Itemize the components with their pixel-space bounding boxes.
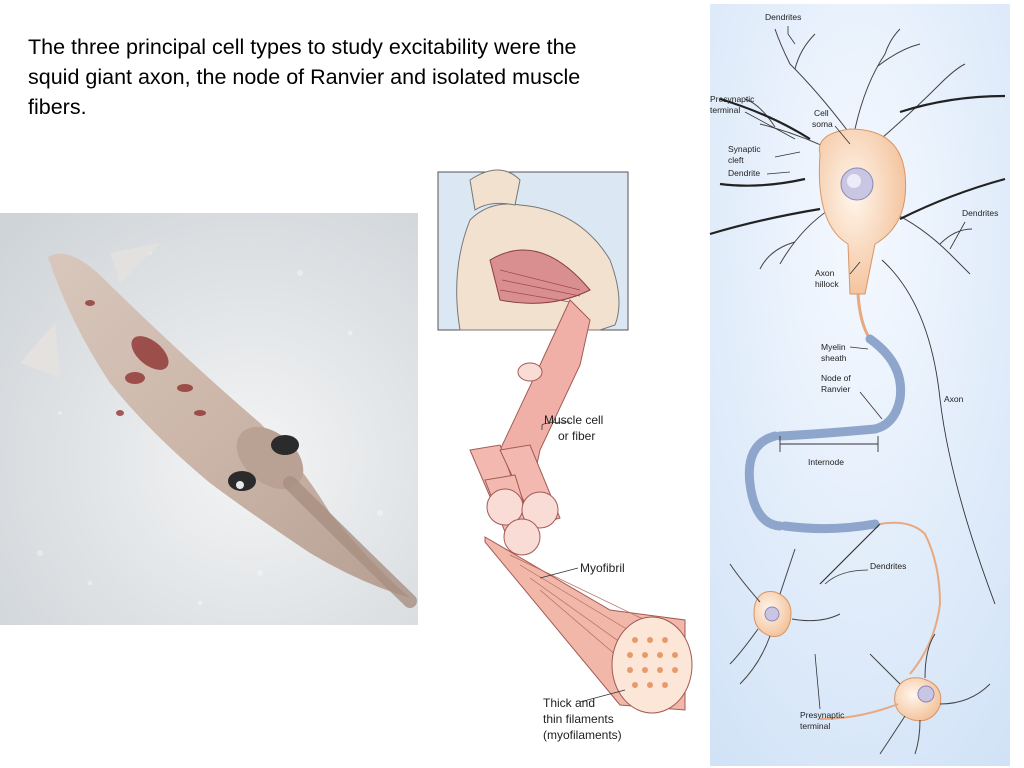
label-presynaptic-terminal-2: terminal: [710, 105, 740, 115]
label-presynaptic-terminal-1: Presynaptic: [710, 94, 755, 104]
label-dendrites-right: Dendrites: [962, 208, 998, 218]
label-synaptic-cleft-2: cleft: [728, 155, 744, 165]
label-axon-hillock-1: Axon: [815, 268, 835, 278]
label-myelin-sheath-2: sheath: [821, 353, 847, 363]
label-node-of-ranvier-2: Ranvier: [821, 384, 850, 394]
label-presynaptic-terminal-b1: Presynaptic: [800, 710, 845, 720]
label-cell-soma-1: Cell: [814, 108, 829, 118]
label-thick-thin-1: Thick and: [543, 696, 595, 710]
muscle-diagram: Muscle cell or fiber Myofibril Thick and…: [430, 150, 700, 750]
label-muscle-fiber: or fiber: [558, 429, 595, 443]
neuron-diagram: Dendrites Presynaptic terminal Cell soma…: [700, 4, 1024, 766]
label-node-of-ranvier-1: Node of: [821, 373, 851, 383]
label-presynaptic-terminal-b2: terminal: [800, 721, 830, 731]
label-myofibril: Myofibril: [580, 561, 625, 575]
label-axon: Axon: [944, 394, 964, 404]
label-dendrites-top: Dendrites: [765, 12, 801, 22]
label-thick-thin-2: thin filaments: [543, 712, 614, 726]
slide-body-text: The three principal cell types to study …: [28, 35, 581, 119]
label-dendrites-bottom: Dendrites: [870, 561, 906, 571]
label-dendrite: Dendrite: [728, 168, 760, 178]
label-muscle-cell: Muscle cell: [544, 413, 603, 427]
label-internode: Internode: [808, 457, 844, 467]
label-myelin-sheath-1: Myelin: [821, 342, 846, 352]
label-cell-soma-2: soma: [812, 119, 833, 129]
squid-photo: [0, 213, 418, 625]
label-synaptic-cleft-1: Synaptic: [728, 144, 761, 154]
label-thick-thin-3: (myofilaments): [543, 728, 622, 742]
label-axon-hillock-2: hillock: [815, 279, 839, 289]
